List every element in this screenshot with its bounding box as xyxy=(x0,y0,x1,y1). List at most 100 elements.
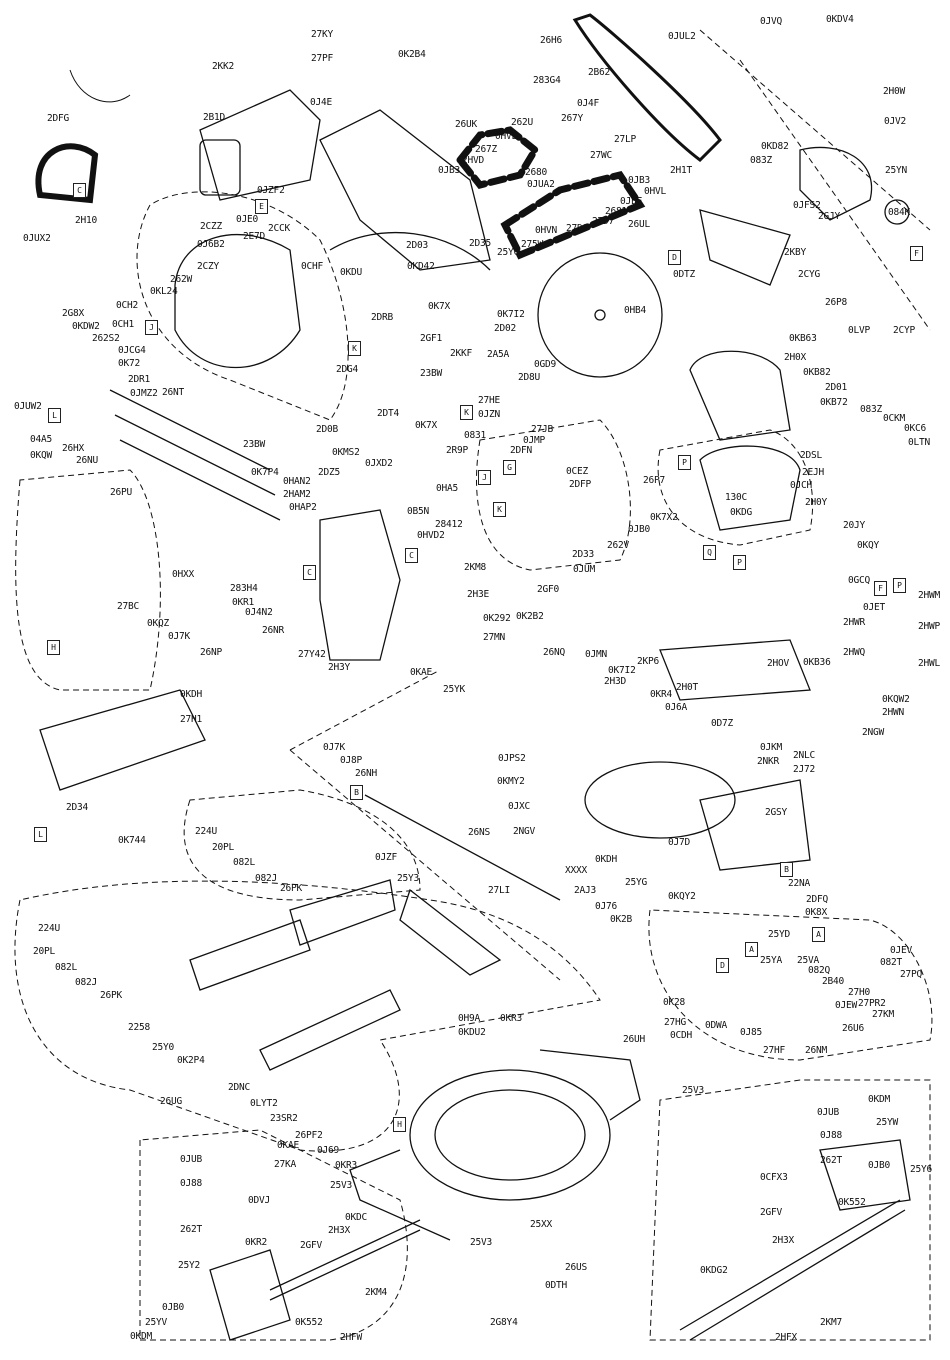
upper-arm xyxy=(319,109,491,271)
part-number-label: 2HFW xyxy=(340,1332,363,1343)
part-number-label: 27D8 xyxy=(566,223,589,234)
callout-letter-box: Q xyxy=(703,545,716,560)
part-number-label: 23BW xyxy=(243,439,266,450)
part-number-label: 0K2B2 xyxy=(516,611,544,622)
part-number-label: 0JPS2 xyxy=(498,753,526,764)
part-number-label: 0K28 xyxy=(663,997,686,1008)
part-number-label: 2H0W xyxy=(883,86,906,97)
part-number-label: 27MN xyxy=(483,632,506,643)
part-number-label: 0K7X xyxy=(415,420,438,431)
part-number-label: 26UK xyxy=(455,119,478,130)
part-number-label: 0KDH xyxy=(595,854,618,865)
callout-letter-box: F xyxy=(874,581,887,596)
part-number-label: 0JB0 xyxy=(162,1302,185,1313)
carry-handle xyxy=(35,143,99,204)
part-number-label: 2EJH xyxy=(802,467,825,478)
part-number-label: 0LTN xyxy=(908,437,931,448)
part-number-label: 0KB63 xyxy=(789,333,817,344)
part-number-label: 2H0Y xyxy=(805,497,828,508)
part-number-label: 0JFS2 xyxy=(793,200,821,211)
part-number-label: 0KQY2 xyxy=(668,891,696,902)
part-number-label: 262W xyxy=(170,274,193,285)
part-number-label: 0CH1 xyxy=(112,319,135,330)
part-number-label: 0K2B xyxy=(610,914,633,925)
part-number-label: 0JUB xyxy=(817,1107,840,1118)
part-number-label: 2GF1 xyxy=(420,333,443,344)
callout-letter-box: D xyxy=(716,958,729,973)
part-number-label: 0DVJ xyxy=(248,1195,271,1206)
part-number-label: 27H1 xyxy=(180,714,203,725)
part-number-label: 083Z xyxy=(860,404,883,415)
part-number-label: 0JVQ xyxy=(760,16,783,27)
part-number-label: 0K7I2 xyxy=(608,665,636,676)
part-number-label: 25V3 xyxy=(682,1085,705,1096)
part-number-label: 2DT4 xyxy=(377,408,400,419)
part-number-label: 2HWQ xyxy=(843,647,866,658)
part-number-label: 0J7K xyxy=(323,742,346,753)
part-number-label: 0KAE xyxy=(410,667,433,678)
part-number-label: 0KR3 xyxy=(335,1160,358,1171)
callout-letter-box: A xyxy=(745,942,758,957)
part-number-label: 0JEV xyxy=(890,945,913,956)
part-number-label: 0KR4 xyxy=(650,689,673,700)
part-number-label: 2D34 xyxy=(66,802,89,813)
part-number-label: 26P7 xyxy=(643,475,666,486)
part-number-label: 0JMZ2 xyxy=(130,388,158,399)
callout-letter-box: H xyxy=(393,1117,406,1132)
part-number-label: 0CHF xyxy=(301,261,324,272)
motor-housing xyxy=(199,89,321,201)
part-number-label: 26UH xyxy=(623,1034,646,1045)
part-number-label: 2CZY xyxy=(197,261,220,272)
part-number-label: 2H3X xyxy=(328,1225,351,1236)
part-number-label: 25YK xyxy=(443,684,466,695)
part-number-label: 0LYT2 xyxy=(250,1098,278,1109)
part-number-label: 2D35 xyxy=(469,238,492,249)
part-number-label: 0JCG4 xyxy=(118,345,146,356)
part-number-label: 26NH xyxy=(355,768,378,779)
part-number-label: 2D02 xyxy=(494,323,517,334)
part-number-label: 267Z xyxy=(475,144,498,155)
part-number-label: 2HWN xyxy=(882,707,905,718)
part-number-label: 0KMY2 xyxy=(497,776,525,787)
part-number-label: 27Y42 xyxy=(298,649,326,660)
part-number-label: 2HWL xyxy=(918,658,941,669)
part-number-label: 2GJY xyxy=(818,211,841,222)
part-number-label: 0HVL xyxy=(495,131,518,142)
callout-letter-box: K xyxy=(460,405,473,420)
turntable-base xyxy=(349,1049,641,1241)
part-number-label: 0CDH xyxy=(670,1030,693,1041)
part-number-label: 2NKR xyxy=(757,756,780,767)
part-number-label: 20PL xyxy=(212,842,235,853)
part-number-label: 2H3E xyxy=(467,589,490,600)
wire-leads xyxy=(69,69,131,103)
callout-letter-box: P xyxy=(733,555,746,570)
part-number-label: 130C xyxy=(725,492,748,503)
part-number-label: 25VA xyxy=(797,955,820,966)
part-number-label: 2HVD xyxy=(462,155,485,166)
part-number-label: 0J6A xyxy=(665,702,688,713)
part-number-label: 0K7P4 xyxy=(251,467,279,478)
part-number-label: 26NS xyxy=(468,827,491,838)
part-number-label: 2KM4 xyxy=(365,1287,388,1298)
part-number-label: 26NP xyxy=(200,647,223,658)
part-number-label: 0JZN xyxy=(478,409,501,420)
part-number-label: 0JET xyxy=(863,602,886,613)
part-number-label: 22NA xyxy=(788,878,811,889)
part-number-label: 262T xyxy=(820,1155,843,1166)
part-number-label: 26HX xyxy=(62,443,85,454)
callout-letter-box: H xyxy=(47,640,60,655)
part-number-label: 0J69 xyxy=(317,1145,340,1156)
part-number-label: 2GSY xyxy=(765,807,788,818)
part-number-label: 0KQW2 xyxy=(882,694,910,705)
fan-guard xyxy=(799,146,910,225)
part-number-label: 0JMP xyxy=(523,435,546,446)
part-number-label: 2HWR xyxy=(843,617,866,628)
part-number-label: 2D8U xyxy=(518,372,541,383)
blade-guard xyxy=(174,233,301,369)
part-number-label: 25XX xyxy=(530,1219,553,1230)
part-number-label: 0GD9 xyxy=(534,359,557,370)
part-number-label: 0JUB xyxy=(180,1154,203,1165)
part-number-label: 0JUX2 xyxy=(23,233,51,244)
part-number-label: 27BC xyxy=(117,601,140,612)
